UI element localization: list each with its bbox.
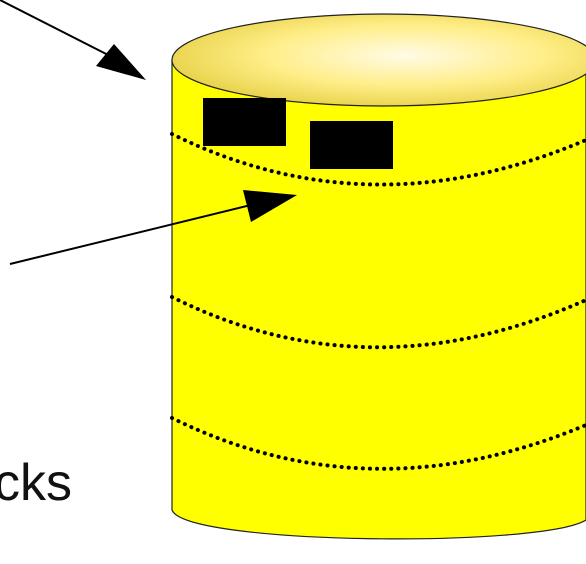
data-block [203,98,286,146]
cylinder-top [171,13,586,107]
arrow-to-cylinder-top [0,0,146,80]
caption-label: cks [0,454,72,512]
arrow-to-track [9,190,297,265]
data-block [310,121,393,169]
cylinder-body [171,59,586,540]
